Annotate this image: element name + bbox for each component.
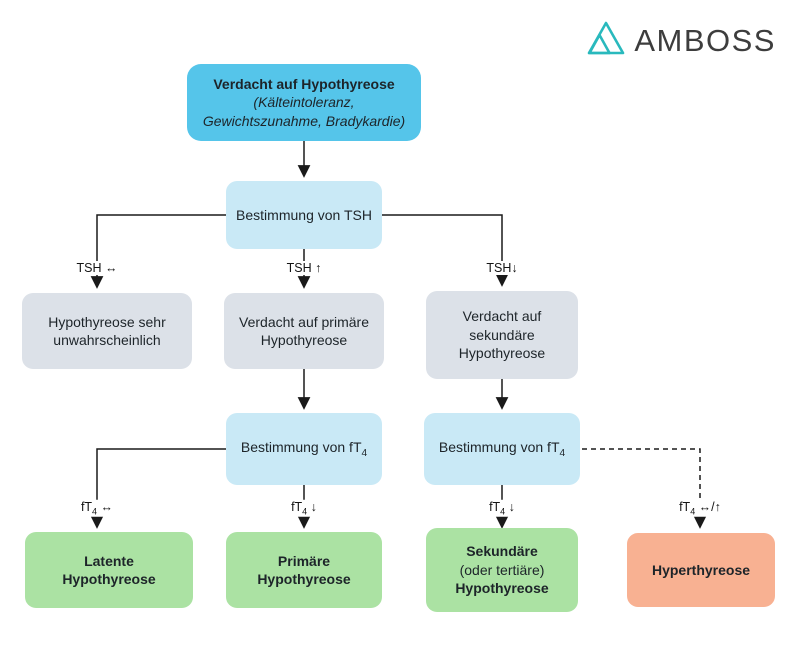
node-subtitle-line1: (Kälteintoleranz, <box>253 94 355 111</box>
edge-ft4-normal <box>90 448 226 529</box>
edge-label-tsh-normal: TSH ↔ <box>73 261 121 275</box>
label-text: ↔/↑ <box>695 499 721 514</box>
node-label: Hyperthyreose <box>651 561 751 578</box>
node-bestimmung-ft4-right: Bestimmung von fT4 <box>424 413 580 485</box>
edge-label-tsh-high: TSH ↑ <box>283 261 325 275</box>
node-latente-hypothyreose: Latente Hypothyreose <box>25 532 193 608</box>
amboss-logo: AMBOSS <box>587 20 776 61</box>
node-label: Hypothyreose sehr unwahrscheinlich <box>48 313 166 348</box>
edge-label-tsh-low: TSH↓ <box>483 261 521 275</box>
node-label: Bestimmung von TSH <box>236 206 372 223</box>
node-hypothyreose-unwahrscheinlich: Hypothyreose sehr unwahrscheinlich <box>22 293 192 369</box>
label-text: fT <box>489 499 501 514</box>
node-label: Bestimmung von fT4 <box>439 438 565 460</box>
label-text: ↓ <box>307 499 317 514</box>
label-subscript: 4 <box>92 506 98 517</box>
edge-label-ft4-normal: fT4 ↔ <box>77 499 117 517</box>
node-primaere-hypothyreose: Primäre Hypothyreose <box>226 532 382 608</box>
node-verdacht-sekundaere: Verdacht auf sekundäre Hypothyreose <box>426 291 578 379</box>
label-text: Bestimmung von fT <box>240 438 362 455</box>
label-subscript: 4 <box>500 506 506 517</box>
label-subscript: 4 <box>302 506 308 517</box>
edge-label-ft4-low-right: fT4 ↓ <box>486 499 518 517</box>
node-sekundaere-hypothyreose: Sekundäre (oder tertiäre) Hypothyreose <box>426 528 578 612</box>
node-label: Verdacht auf primäre Hypothyreose <box>239 313 369 348</box>
label-text: fT <box>80 499 93 514</box>
label-subscript: 4 <box>559 447 566 459</box>
label-text: fT <box>291 499 303 514</box>
label-subscript: 4 <box>690 506 696 517</box>
edge-label-ft4-low-left: fT4 ↓ <box>288 499 320 517</box>
node-hyperthyreose: Hyperthyreose <box>627 533 775 607</box>
amboss-wordmark: AMBOSS <box>634 22 776 58</box>
node-label-line3: Hypothyreose <box>455 580 549 597</box>
node-label: Primäre Hypothyreose <box>257 552 351 587</box>
node-subtitle-line2: Gewichtszunahme, Bradykardie) <box>202 112 406 129</box>
label-text: ↔ <box>97 499 114 514</box>
node-bestimmung-tsh: Bestimmung von TSH <box>226 181 382 249</box>
label-text: Bestimmung von fT <box>438 438 560 455</box>
node-label: Latente Hypothyreose <box>62 552 156 587</box>
node-verdacht-primaere: Verdacht auf primäre Hypothyreose <box>224 293 384 369</box>
edge-tsh-normal <box>90 214 226 289</box>
node-label: Verdacht auf sekundäre Hypothyreose <box>458 308 546 362</box>
label-subscript: 4 <box>361 447 368 459</box>
node-verdacht-hypothyreose: Verdacht auf Hypothyreose (Kälteintolera… <box>187 64 421 141</box>
edge-ft4-normal-or-high-dashed <box>582 448 707 529</box>
edge-label-ft4-normal-or-high: fT4 ↔/↑ <box>676 499 724 517</box>
node-label-line1: Sekundäre <box>466 543 538 560</box>
node-bestimmung-ft4-left: Bestimmung von fT4 <box>226 413 382 485</box>
node-label: Bestimmung von fT4 <box>241 438 367 460</box>
amboss-triangle-icon <box>587 20 625 61</box>
node-label-line2: (oder tertiäre) <box>459 561 545 578</box>
node-title: Verdacht auf Hypothyreose <box>213 75 395 92</box>
label-text: ↓ <box>505 499 515 514</box>
label-text: fT <box>679 499 691 514</box>
